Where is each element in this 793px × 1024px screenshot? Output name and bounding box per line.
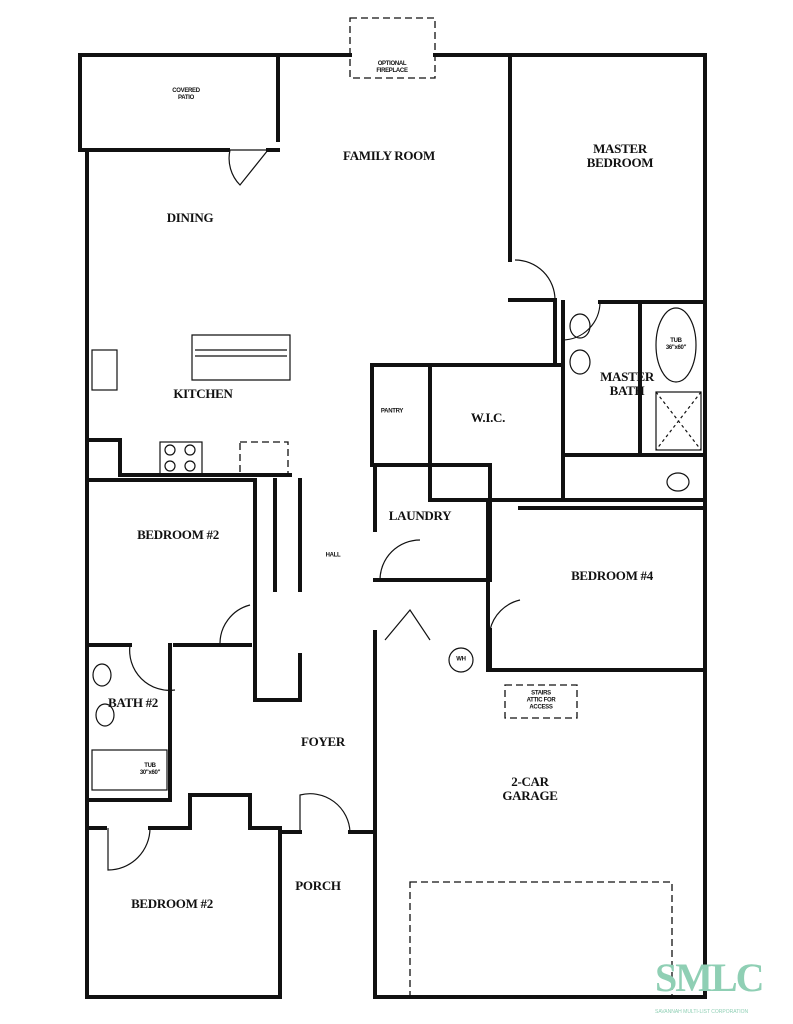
bath2-tub [91,749,168,791]
door-swing-bedroom4 [489,599,521,631]
room-label-dining: DINING [166,210,214,225]
garage-walls [373,628,492,999]
exterior-wall [78,53,707,999]
fireplace-outline [349,17,436,79]
room-label-garage: 2-CAR GARAGE [502,774,558,803]
kitchen-counter [85,333,292,482]
garage-door [409,881,673,998]
room-label-bath-2: BATH #2 [107,695,159,710]
wic-wall [428,363,565,502]
master-tub [655,307,697,383]
door-swing-bed2-lower [107,827,151,871]
fixture-label-fireplace: OPTIONAL FIREPLACE [376,61,408,74]
door-swing-porch [299,793,351,833]
room-label-laundry: LAUNDRY [388,508,452,523]
room-label-master-bath: MASTER BATH [600,369,654,398]
room-label-kitchen: KITCHEN [173,386,233,401]
room-label-covered-patio: COVERED PATIO [172,88,200,101]
room-label-pantry: PANTRY [380,408,404,415]
room-label-foyer: FOYER [300,734,346,749]
sink [569,313,591,339]
burner [164,460,176,472]
room-label-family-room: FAMILY ROOM [343,148,435,163]
bath2-walls [85,643,172,802]
room-label-bedroom-2: BEDROOM #2 [137,527,219,542]
smlc-logo: SMLC [655,955,765,1000]
room-label-master-bedroom: MASTER BEDROOM [586,141,654,170]
kitchen-sink [91,349,118,391]
hall-walls [253,478,302,702]
bedroom4-walls [486,498,707,672]
fixture-label-bath-tub: TUB 30"x60" [139,763,161,776]
door-swing-bath2 [129,644,176,691]
burner [184,444,196,456]
room-label-porch: PORCH [295,878,341,893]
master-shower [655,391,702,451]
room-label-bedroom-4: BEDROOM #4 [571,568,653,583]
door-swing-master-bath [561,301,601,341]
burner [184,460,196,472]
door-swing-garage [384,608,431,641]
bedroom2-lower-top [85,793,282,830]
master-bath-walls [561,300,707,502]
shower-cross [655,391,702,451]
toilet [666,472,690,492]
door-swing-laundry [379,539,421,581]
door-swing-bedroom2 [219,604,251,646]
sink [569,349,591,375]
water-heater [448,647,474,673]
burner [164,444,176,456]
porch-walls [278,826,377,999]
smlc-logo-subtitle: SAVANNAH MULTI-LIST CORPORATION [655,1009,749,1015]
fixture-label-water-heater: WH [456,656,466,663]
room-label-hall: HALL [325,552,341,559]
master-wall [508,53,707,367]
dishwasher [239,441,289,476]
room-label-wic: W.I.C. [470,410,506,425]
sink [92,663,112,687]
toilet [95,703,115,727]
fixture-label-master-tub: TUB 36"x60" [665,338,687,351]
range [159,441,203,476]
door-swing-master [514,259,556,301]
room-label-bedroom-2-lower: BEDROOM #2 [131,896,213,911]
attic-access [504,684,578,719]
fixture-label-attic: STAIRS ATTIC FOR ACCESS [526,690,556,711]
door-swing-dining [228,149,269,186]
kitchen-island [191,334,291,381]
